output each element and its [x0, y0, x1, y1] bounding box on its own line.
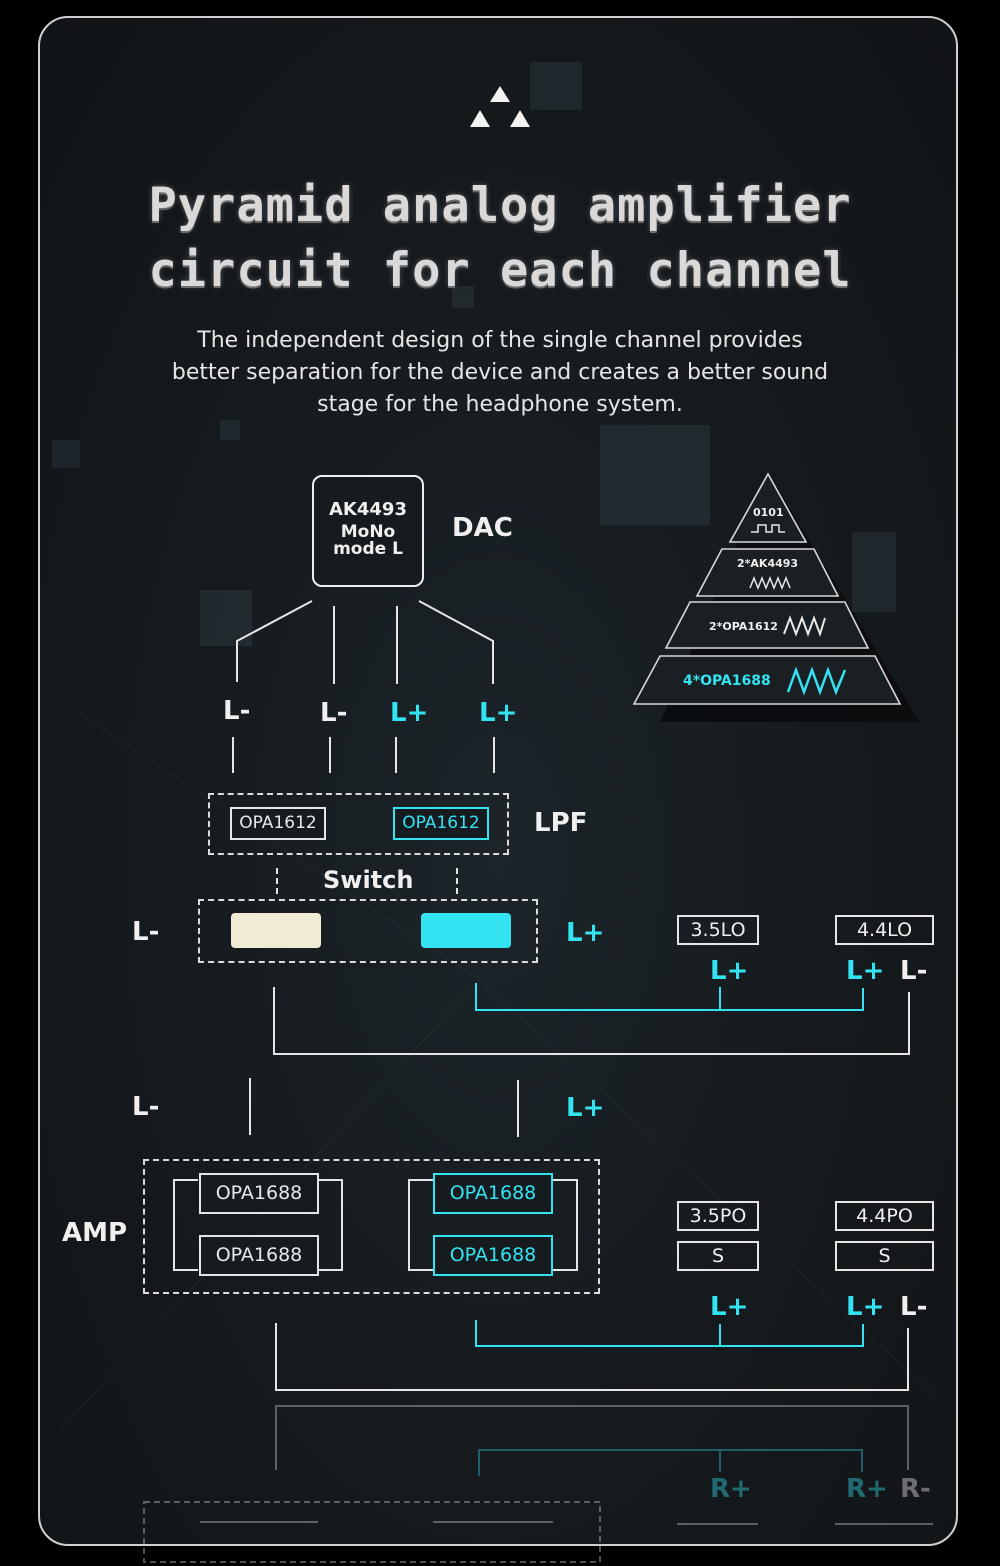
sine-wave-icon	[783, 615, 826, 638]
lo-44-plus-pin: L+	[846, 956, 885, 986]
switch-label: Switch	[323, 866, 414, 894]
dac-output-label: L+	[390, 698, 429, 728]
lpf-block	[208, 793, 509, 855]
title-line-1: Pyramid analog amplifier	[148, 178, 852, 233]
lo-44-minus-pin: L-	[900, 956, 928, 986]
port-3-5-po-sub: S	[677, 1241, 759, 1271]
pyramid-tier-3: 2*OPA1612	[709, 620, 778, 633]
switch-right-label: L+	[566, 918, 605, 948]
r-35-pin: R+	[710, 1474, 752, 1504]
amplified-wave-icon	[786, 666, 847, 696]
r-44-plus-pin: R+	[846, 1474, 888, 1504]
port-4-4-lo: 4.4LO	[835, 915, 934, 945]
switch-right-pad	[421, 913, 511, 948]
dac-chip-mode: MoNo	[340, 522, 396, 542]
amp-chip: OPA1688	[433, 1173, 553, 1214]
title-line-2: circuit for each channel	[148, 243, 852, 298]
dac-label: DAC	[452, 513, 513, 543]
amp-input-right: L+	[566, 1093, 605, 1123]
amp-chip: OPA1688	[433, 1235, 553, 1276]
port-3-5-lo: 3.5LO	[677, 915, 759, 945]
r-44-minus-pin: R-	[900, 1474, 931, 1504]
description-line-1: The independent design of the single cha…	[197, 328, 803, 353]
lpf-label: LPF	[534, 808, 588, 838]
po-44-plus-pin: L+	[846, 1292, 885, 1322]
switch-left-pad	[231, 913, 321, 948]
port-3-5-po: 3.5PO	[677, 1201, 759, 1231]
dac-output-label: L-	[223, 696, 251, 726]
dac-output-label: L-	[320, 698, 348, 728]
dac-chip-channel: mode L	[333, 539, 403, 559]
digital-wave-icon	[751, 524, 785, 533]
pyramid-tier-1: 0101	[753, 506, 784, 519]
description-line-3: stage for the headphone system.	[317, 392, 683, 417]
dac-chip: AK4493 MoNo mode L	[312, 475, 424, 587]
pyramid-tier-2: 2*AK4493	[737, 557, 799, 570]
switch-left-label: L-	[132, 917, 160, 947]
amp-input-left: L-	[132, 1092, 160, 1122]
sine-wave-icon	[749, 575, 791, 591]
port-4-4-po: 4.4PO	[835, 1201, 934, 1231]
dac-output-label: L+	[479, 698, 518, 728]
dac-chip-model: AK4493	[329, 499, 407, 520]
lo-35-pin: L+	[710, 956, 749, 986]
amp-chip: OPA1688	[199, 1235, 319, 1276]
switch-block	[198, 899, 538, 963]
description-line-2: better separation for the device and cre…	[171, 360, 829, 385]
amp-block	[143, 1159, 600, 1294]
amp-chip: OPA1688	[199, 1173, 319, 1214]
lpf-chip-right: OPA1612	[393, 807, 489, 840]
po-35-pin: L+	[710, 1292, 749, 1322]
pyramid-tier-4: 4*OPA1688	[683, 673, 771, 689]
content-panel	[38, 16, 958, 1546]
po-44-minus-pin: L-	[900, 1292, 928, 1322]
amp-label: AMP	[62, 1218, 128, 1248]
port-4-4-po-sub: S	[835, 1241, 934, 1271]
lpf-chip-left: OPA1612	[230, 807, 326, 840]
